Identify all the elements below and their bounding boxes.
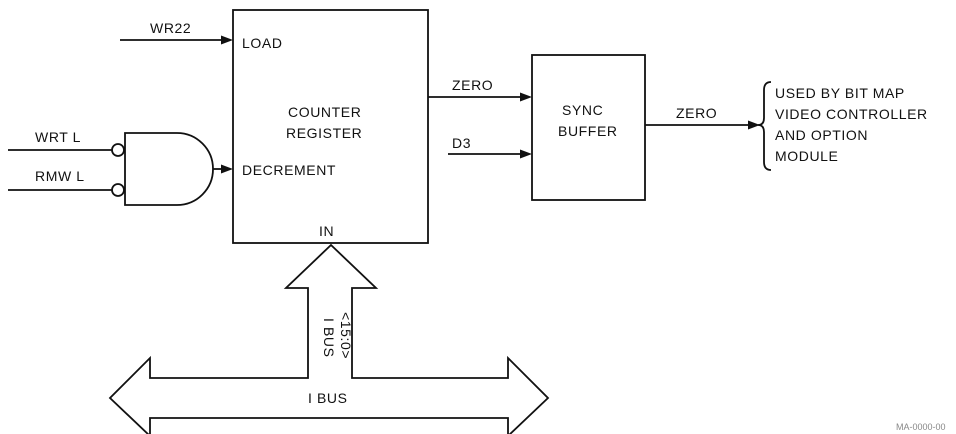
wrt-l-inversion-bubble bbox=[111, 143, 125, 157]
sync-buffer-label-line1: SYNC bbox=[562, 102, 603, 118]
zero-signal-output bbox=[645, 120, 760, 130]
wr22-signal bbox=[120, 35, 233, 45]
zero-internal-label: ZERO bbox=[452, 77, 493, 93]
rmw-l-inversion-bubble bbox=[111, 183, 125, 197]
decrement-port-label: DECREMENT bbox=[242, 162, 336, 178]
load-port-label: LOAD bbox=[242, 35, 283, 51]
ibus-horizontal-label: I BUS bbox=[308, 390, 348, 406]
destination-line1: USED BY BIT MAP bbox=[775, 85, 905, 101]
ibus-arrow bbox=[108, 243, 550, 434]
rmw-l-label: RMW L bbox=[35, 168, 85, 184]
wrt-l-label: WRT L bbox=[35, 129, 81, 145]
counter-register-label-line1: COUNTER bbox=[288, 104, 361, 120]
ibus-vertical-label: I BUS bbox=[321, 318, 337, 358]
sync-buffer-label-line2: BUFFER bbox=[558, 123, 618, 139]
ibus-width-label: <15:0> bbox=[338, 312, 354, 359]
counter-register-block bbox=[232, 9, 429, 244]
zero-signal-internal bbox=[428, 92, 532, 102]
destination-line3: AND OPTION bbox=[775, 127, 868, 143]
sync-buffer-block bbox=[531, 54, 646, 201]
figure-code: MA-0000-00 bbox=[896, 422, 946, 432]
counter-register-label-line2: REGISTER bbox=[286, 125, 362, 141]
destination-brace bbox=[757, 81, 772, 171]
zero-output-label: ZERO bbox=[676, 105, 717, 121]
destination-line4: MODULE bbox=[775, 148, 839, 164]
wr22-label: WR22 bbox=[150, 20, 191, 36]
destination-line2: VIDEO CONTROLLER bbox=[775, 106, 928, 122]
nand-gate bbox=[8, 132, 233, 206]
in-port-label: IN bbox=[319, 223, 334, 239]
d3-signal bbox=[448, 149, 532, 159]
d3-label: D3 bbox=[452, 135, 471, 151]
